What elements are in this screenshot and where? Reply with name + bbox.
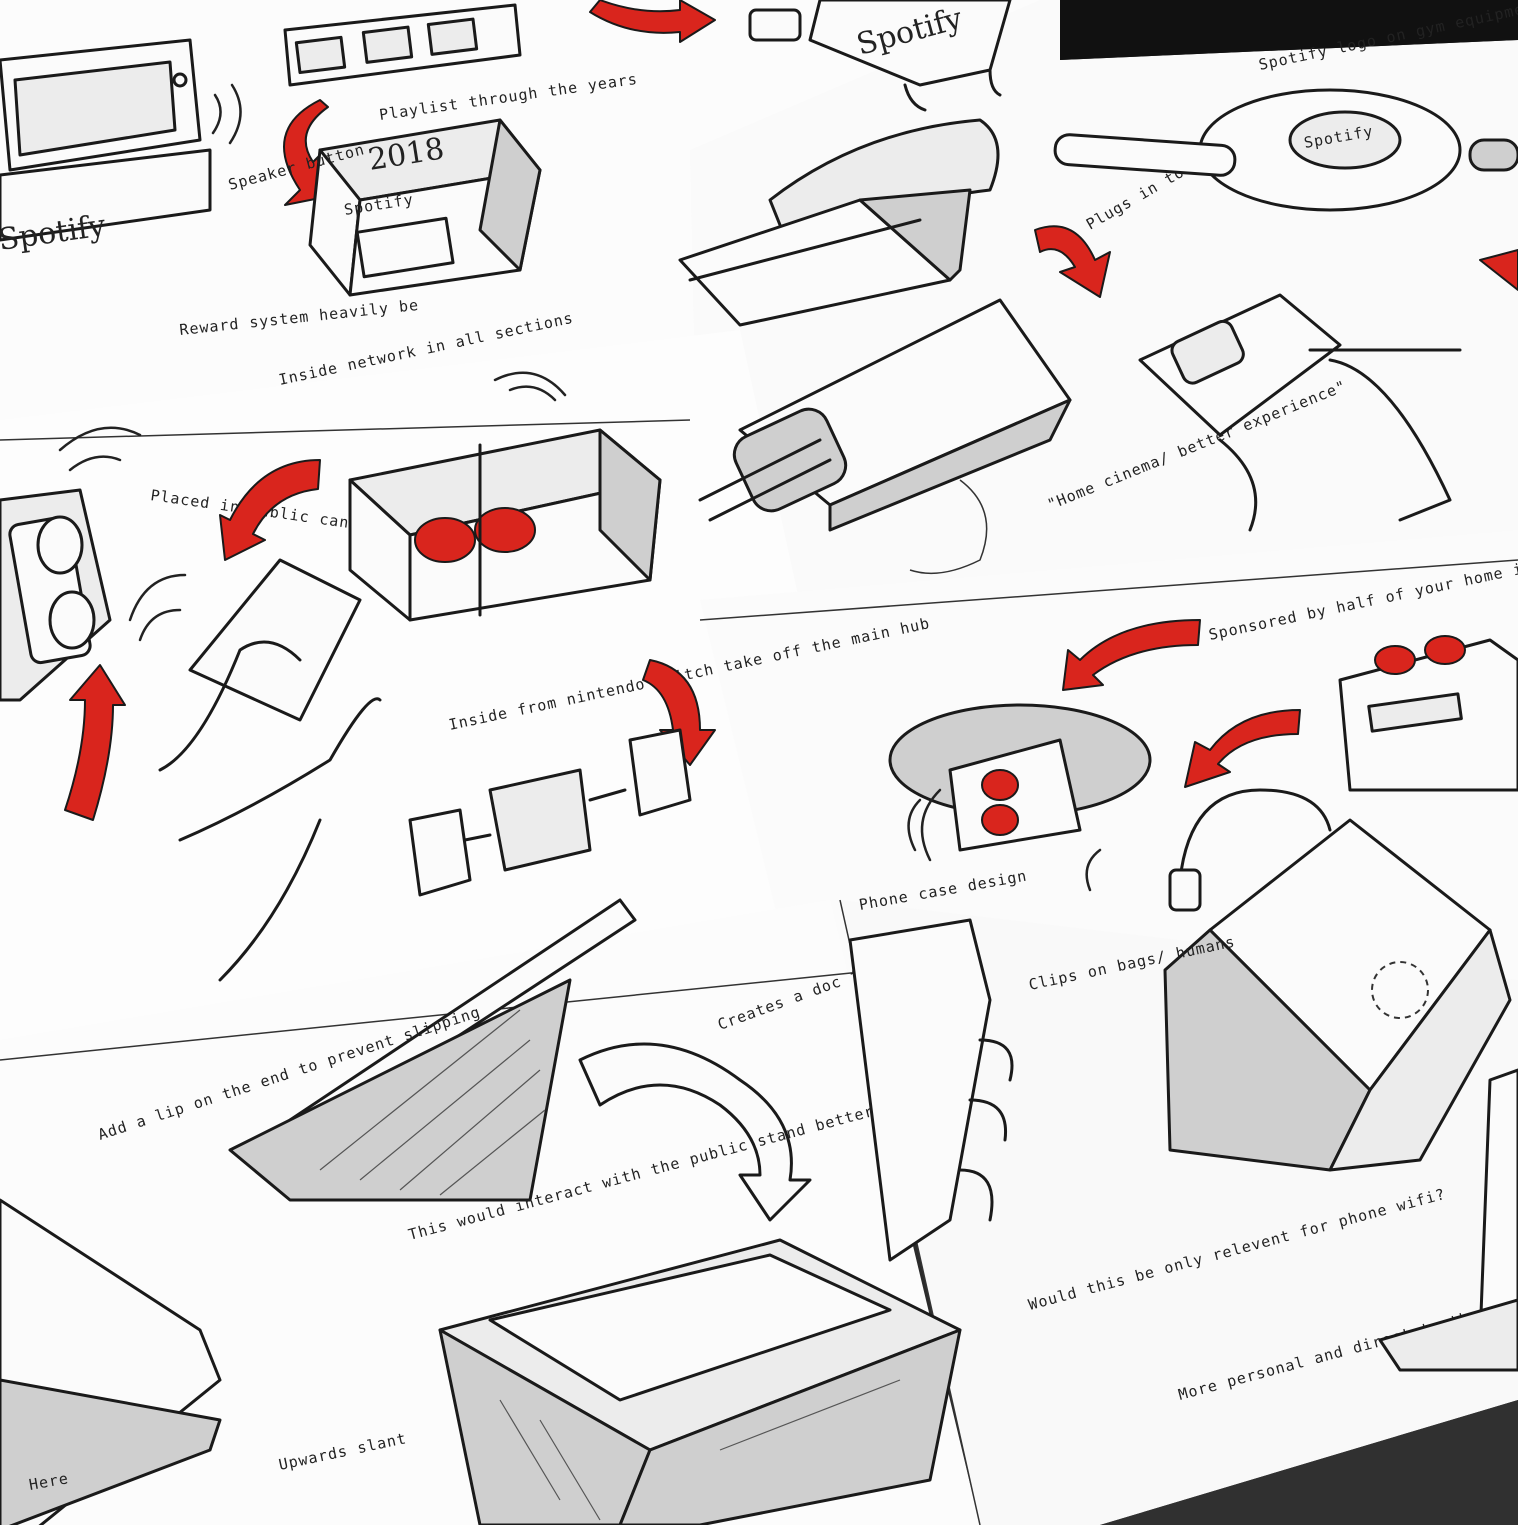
router-left-sketch [0,426,142,702]
wifi-router-box-sketch [348,428,662,622]
phone-dock-sketch [228,898,637,1202]
charging-tray-sketch [438,1238,962,1525]
hand-device-sketch [158,558,382,982]
hand-phone-sketch [848,918,1014,1262]
paper-sheet-middle [0,330,880,1060]
red-arrow-right-1 [1062,619,1201,691]
red-arrow-left-1 [219,459,321,561]
treadmill-console-sketch [1138,293,1462,532]
spotify-2018-box-sketch: 2018 Spotify [308,118,542,297]
spotify-tag-sketch: Spotify [748,0,1012,112]
outline-arrow [578,1042,812,1222]
smartwatch-sketch [888,703,1152,852]
speaker-row-sketch [283,3,522,87]
vr-headset-worn-sketch [698,298,1072,575]
red-arrow-center [642,659,716,766]
router-right-sketch [1338,635,1518,792]
bag-sketch [1163,788,1512,1172]
red-arrow-top [589,0,716,43]
gym-device-sketch: Spotify [1053,88,1518,212]
laptop-sketch [1378,1068,1518,1372]
phone-sketch [0,1198,222,1525]
modular-hub-sketch [408,728,692,897]
vr-headset-sketch [678,118,1000,327]
red-arrow-vr [1034,225,1111,298]
red-arrow-right-2 [1184,709,1301,788]
red-arrow-left-2 [64,664,126,821]
